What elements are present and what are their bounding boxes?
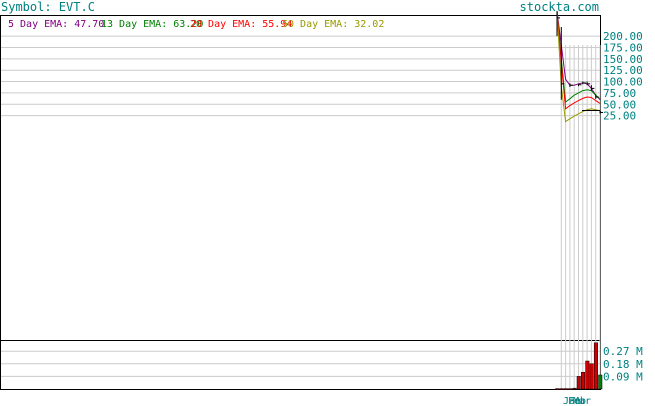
volume-axis: 0.27 M0.18 M0.09 M: [603, 345, 643, 383]
price-tick-label: 50.00: [603, 98, 636, 111]
ema-line: [556, 11, 601, 101]
site-label: stockta.com: [520, 0, 599, 14]
price-bars: [556, 11, 603, 114]
price-grid: [1, 35, 600, 117]
legend-ema-20: 20 Day EMA: 55.94: [190, 19, 292, 30]
volume-tick-label: 0.18 M: [603, 358, 643, 371]
symbol-label: Symbol: EVT.C: [1, 0, 95, 14]
legend-ema-5: 5 Day EMA: 47.70: [8, 19, 104, 30]
price-tick-label: 125.00: [603, 64, 643, 77]
price-axis: 200.00175.00150.00125.00100.0075.0050.00…: [603, 30, 643, 123]
date-tick-label: Jan: [563, 396, 581, 406]
volume-bar: [585, 360, 590, 390]
ema-line: [556, 11, 601, 110]
volume-bar: [598, 374, 603, 390]
volume-bar: [589, 363, 594, 390]
price-tick-label: 25.00: [603, 110, 636, 123]
date-tick-label: Mar: [573, 396, 591, 406]
volume-bar: [581, 371, 586, 390]
volume-bar: [593, 342, 598, 390]
price-tick-label: 75.00: [603, 87, 636, 100]
price-panel: [0, 15, 601, 341]
legend-ema-50: 50 Day EMA: 32.02: [282, 19, 384, 30]
price-tick-label: 175.00: [603, 41, 643, 54]
ema-line: [556, 11, 601, 123]
volume-bar: [559, 388, 564, 390]
volume-bar: [572, 387, 577, 390]
volume-bar: [568, 388, 573, 390]
price-tick-label: 150.00: [603, 53, 643, 66]
volume-bar: [555, 388, 560, 390]
volume-grid: [1, 350, 600, 377]
price-tick-label: 200.00: [603, 30, 643, 43]
date-tick-label: Feb: [568, 396, 586, 406]
price-tick-label: 100.00: [603, 76, 643, 89]
volume-bar: [563, 388, 568, 390]
ema-legend: 5 Day EMA: 47.70 13 Day EMA: 63.20 20 Da…: [8, 19, 384, 30]
volume-tick-label: 0.27 M: [603, 345, 643, 358]
volume-bars: [555, 342, 603, 390]
volume-panel: [0, 340, 601, 390]
volume-tick-label: 0.09 M: [603, 370, 643, 383]
ema-lines: [556, 11, 601, 123]
ema-line: [556, 11, 601, 103]
legend-ema-13: 13 Day EMA: 63.20: [101, 19, 203, 30]
volume-bar: [576, 376, 581, 390]
